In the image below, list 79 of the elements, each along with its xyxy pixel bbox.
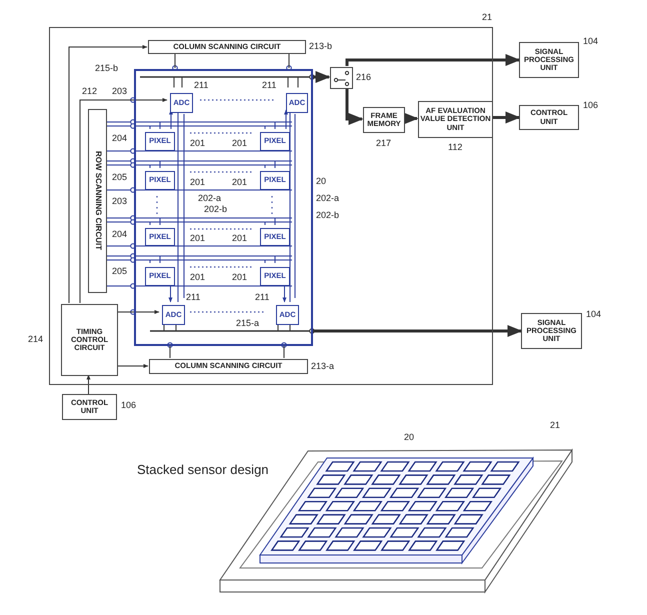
connector-line xyxy=(288,52,290,68)
reference-numeral: 201 xyxy=(190,272,206,282)
reference-numeral: 201 xyxy=(232,138,248,148)
caption: Stacked sensor design xyxy=(137,462,269,477)
adc-block xyxy=(170,93,193,113)
reference-numeral: 213-b xyxy=(309,41,332,51)
reference-numeral: 211 xyxy=(262,80,276,90)
reference-numeral: 201 xyxy=(232,272,248,282)
arrow xyxy=(116,364,148,368)
arrow xyxy=(346,54,520,66)
unit-block xyxy=(519,105,579,130)
pixel-block xyxy=(145,267,175,286)
reference-numeral: 205 xyxy=(112,172,128,182)
reference-numeral: 212 xyxy=(82,86,98,96)
memory-block xyxy=(363,107,405,133)
pixel-block xyxy=(145,132,175,151)
reference-numeral: 202-b xyxy=(316,210,340,220)
reference-numeral: 214 xyxy=(28,334,44,344)
reference-numeral: 215-b xyxy=(95,63,118,73)
reference-numeral: 211 xyxy=(255,292,270,302)
adc-block xyxy=(276,305,299,325)
circuit-block xyxy=(61,304,118,376)
arrow xyxy=(404,112,418,124)
reference-numeral: 213-a xyxy=(311,361,334,371)
pixel-block xyxy=(260,171,290,190)
unit-block xyxy=(521,313,582,349)
block-label: ROW SCANNING CIRCUIT xyxy=(92,151,103,251)
adc-block xyxy=(286,93,308,113)
reference-numeral: 104 xyxy=(586,309,602,319)
reference-numeral: 205 xyxy=(112,266,128,276)
pixel-array-box xyxy=(134,69,313,346)
reference-numeral: 202-a xyxy=(316,193,340,203)
pixel-block xyxy=(260,267,290,286)
circuit-block xyxy=(149,359,308,374)
arrow xyxy=(284,110,288,130)
reference-numeral: 20 xyxy=(316,176,326,186)
reference-numeral: 215-a xyxy=(236,318,260,328)
sensor-chip-box xyxy=(49,27,493,385)
reference-numeral: 106 xyxy=(583,100,598,110)
reference-numeral: 201 xyxy=(190,233,206,243)
reference-numeral: 21 xyxy=(550,420,560,430)
reference-numeral: 203 xyxy=(112,86,128,96)
reference-numeral: 106 xyxy=(121,400,136,410)
reference-numeral: 20 xyxy=(404,432,414,442)
arrow xyxy=(312,325,522,337)
reference-numeral: 216 xyxy=(356,72,372,82)
reference-numeral: 202-b xyxy=(204,204,228,214)
reference-numeral: 204 xyxy=(112,229,128,239)
arrow xyxy=(68,45,148,304)
reference-numeral: 201 xyxy=(232,177,248,187)
pixel-block xyxy=(260,228,290,246)
circuit-block xyxy=(88,109,107,293)
arrow xyxy=(116,310,160,314)
reference-numeral: 21 xyxy=(482,12,492,22)
reference-numeral: 112 xyxy=(448,142,462,152)
processing-block xyxy=(418,101,493,138)
connector-line xyxy=(174,52,176,68)
arrow xyxy=(346,88,364,125)
reference-numeral: 202-a xyxy=(198,193,222,203)
unit-block xyxy=(62,394,117,420)
arrow xyxy=(80,98,168,304)
circuit-block xyxy=(148,40,306,54)
reference-numeral: 203 xyxy=(112,196,128,206)
reference-numeral: 211 xyxy=(186,292,200,302)
reference-numeral: 217 xyxy=(376,138,392,148)
reference-numeral: 201 xyxy=(190,138,206,148)
reference-numeral: 204 xyxy=(112,133,128,143)
reference-numeral: 211 xyxy=(194,80,208,90)
reference-numeral: 104 xyxy=(583,36,598,46)
pixel-block xyxy=(260,132,290,151)
pixel-block xyxy=(145,171,175,190)
reference-numeral: 201 xyxy=(190,177,206,187)
arrow xyxy=(312,71,330,83)
unit-block xyxy=(519,42,579,78)
arrow xyxy=(492,112,520,124)
pixel-block xyxy=(145,228,175,246)
reference-numeral: 201 xyxy=(232,233,248,243)
arrow xyxy=(86,374,90,394)
adc-block xyxy=(162,305,185,325)
